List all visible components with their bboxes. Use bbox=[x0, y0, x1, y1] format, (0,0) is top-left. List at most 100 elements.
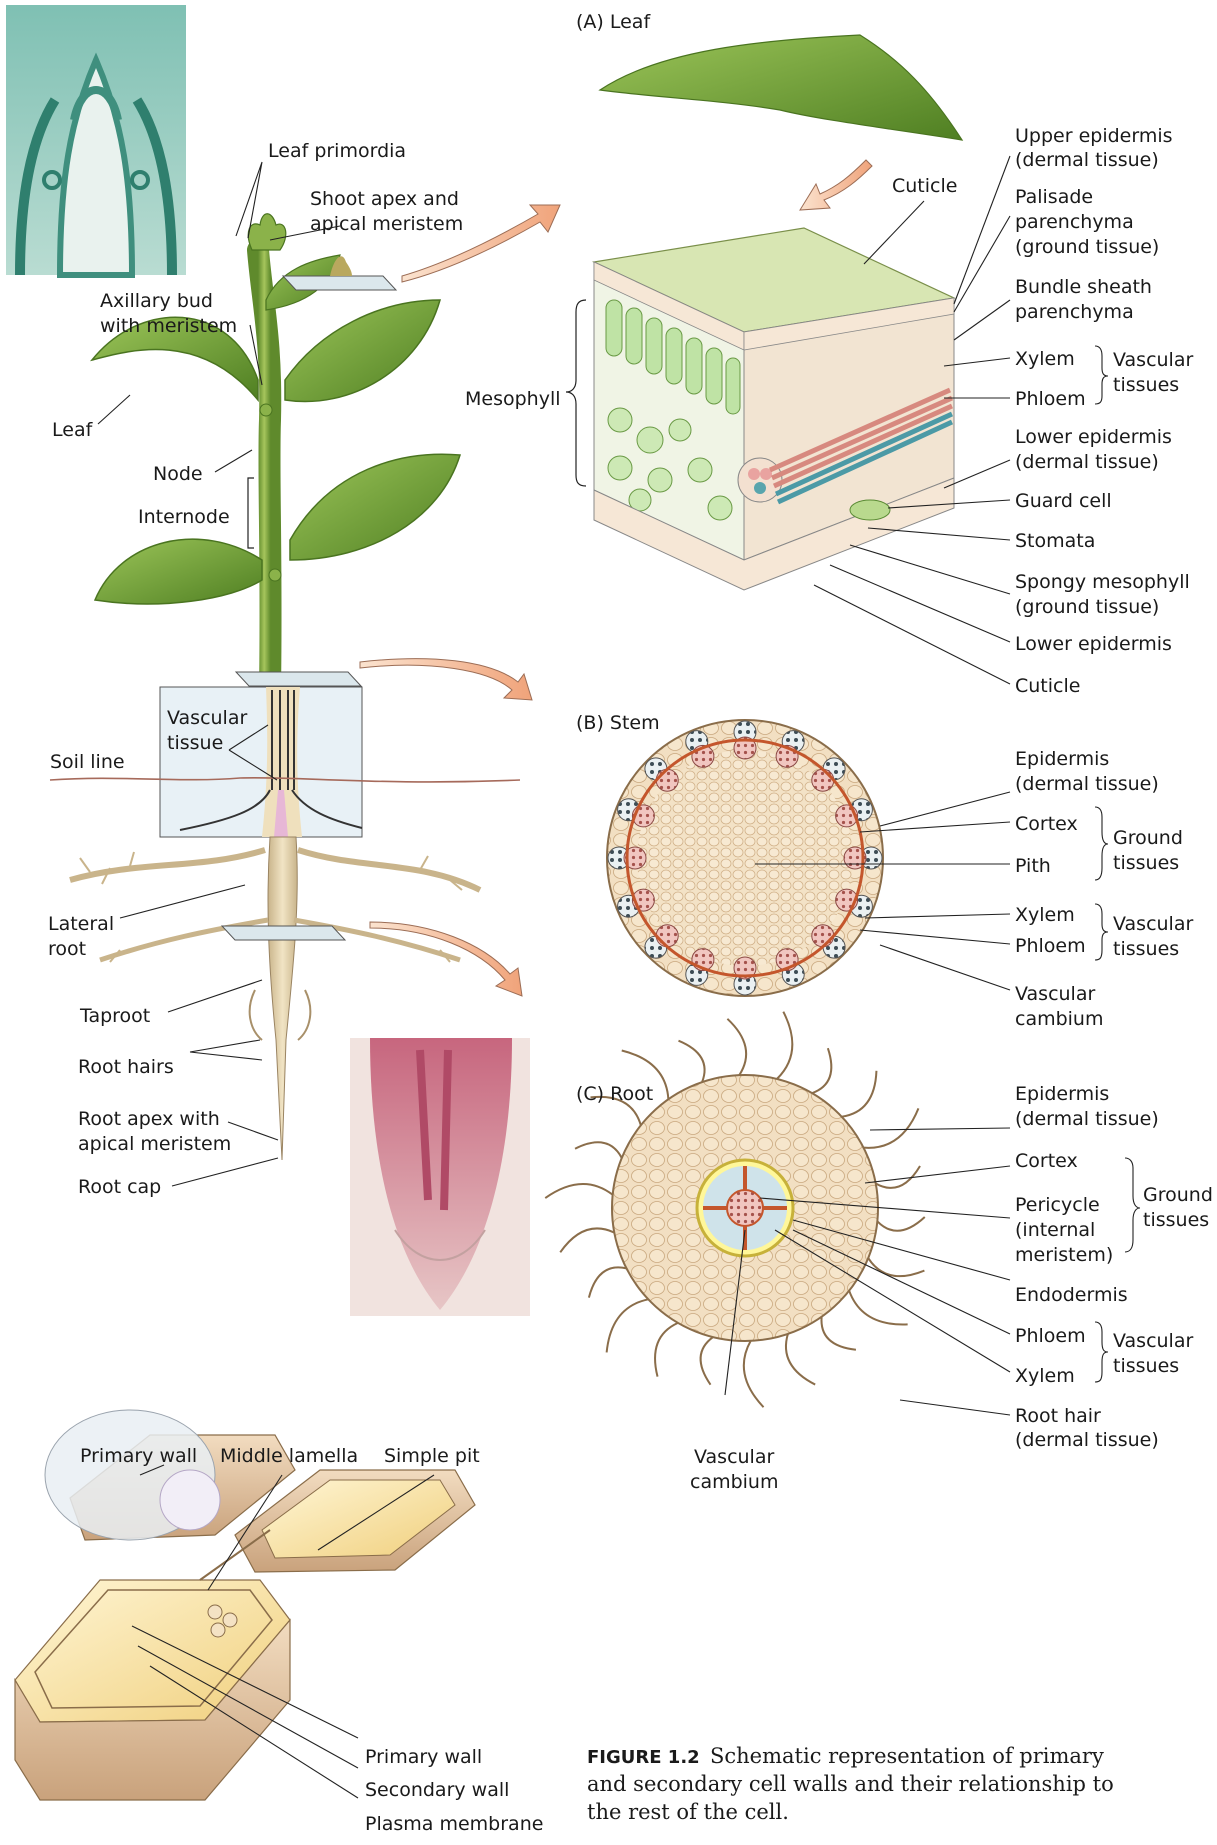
label-vascular-2: tissue bbox=[167, 732, 223, 754]
label-leaf-primordia: Leaf primordia bbox=[268, 140, 406, 162]
panel-b-title: (B) Stem bbox=[576, 712, 660, 734]
caption-line-2: and secondary cell walls and their relat… bbox=[587, 1772, 1114, 1796]
label-root-hair-1: Root hair bbox=[1015, 1405, 1101, 1427]
root-hair bbox=[821, 1317, 855, 1350]
root-hair bbox=[744, 1341, 764, 1407]
label-lower-epi-2: (dermal tissue) bbox=[1015, 451, 1159, 473]
label-spongy-1: Spongy mesophyll bbox=[1015, 571, 1190, 593]
label-mesophyll: Mesophyll bbox=[465, 388, 561, 410]
label-shoot-apex-2: apical meristem bbox=[310, 213, 463, 235]
root-hair bbox=[849, 1291, 907, 1325]
label-root-ground-1: Ground bbox=[1143, 1184, 1213, 1206]
root-hair bbox=[877, 1217, 924, 1231]
label-shoot-apex-1: Shoot apex and bbox=[310, 188, 459, 210]
label-stem-vascular-1: Vascular bbox=[1113, 913, 1193, 935]
label-root-cortex: Cortex bbox=[1015, 1150, 1078, 1172]
label-root-vascular-1: Vascular bbox=[1113, 1330, 1193, 1352]
label-root-vascular-2: tissues bbox=[1113, 1355, 1179, 1377]
label-plasma-membrane: Plasma membrane bbox=[365, 1813, 543, 1835]
label-stem-ground-2: tissues bbox=[1113, 852, 1179, 874]
label-leaf-phloem: Phloem bbox=[1015, 388, 1086, 410]
root-hair bbox=[589, 1267, 627, 1297]
label-taproot: Taproot bbox=[79, 1005, 150, 1027]
label-lower-epi-1: Lower epidermis bbox=[1015, 426, 1172, 448]
label-stem-pith: Pith bbox=[1015, 855, 1051, 877]
leaf-left-lower bbox=[95, 539, 262, 604]
label-stem-cortex: Cortex bbox=[1015, 813, 1078, 835]
cell-wall-illustration bbox=[15, 1410, 475, 1800]
root-hair bbox=[842, 1071, 877, 1117]
label-root-epi-1: Epidermis bbox=[1015, 1083, 1109, 1105]
label-soil-line: Soil line bbox=[50, 751, 125, 773]
figure-caption: FIGURE 1.2 Schematic representation of p… bbox=[587, 1744, 1114, 1824]
root-hair bbox=[786, 1334, 815, 1385]
leaf-right-lower bbox=[290, 454, 460, 560]
label-internode: Internode bbox=[138, 506, 230, 528]
root-hair bbox=[560, 1228, 614, 1252]
stem-xylem-cluster bbox=[656, 925, 678, 947]
root-hair bbox=[545, 1184, 612, 1198]
label-stem-cambium-1: Vascular bbox=[1015, 983, 1095, 1005]
label-palisade-1: Palisade bbox=[1015, 186, 1093, 208]
label-pericycle-3: meristem) bbox=[1015, 1244, 1113, 1266]
label-upper-epi-2: (dermal tissue) bbox=[1015, 149, 1159, 171]
root-hair bbox=[607, 1299, 649, 1352]
label-middle-lamella: Middle lamella bbox=[220, 1445, 358, 1467]
label-stem-xylem: Xylem bbox=[1015, 904, 1075, 926]
root-tip-micrograph bbox=[350, 1038, 530, 1316]
stem-xylem-cluster bbox=[656, 769, 678, 791]
label-cuticle-bottom: Cuticle bbox=[1015, 675, 1080, 697]
label-root-cambium-1: Vascular bbox=[694, 1446, 774, 1468]
label-endodermis: Endodermis bbox=[1015, 1284, 1128, 1306]
label-secondary-wall: Secondary wall bbox=[365, 1779, 509, 1801]
label-root-cap: Root cap bbox=[78, 1176, 161, 1198]
label-stem-phloem: Phloem bbox=[1015, 935, 1086, 957]
root-hair bbox=[727, 1019, 746, 1075]
caption-line-3: the rest of the cell. bbox=[587, 1800, 789, 1824]
stem-xylem-cluster bbox=[812, 925, 834, 947]
label-bundle-2: parenchyma bbox=[1015, 301, 1134, 323]
label-root-hair-2: (dermal tissue) bbox=[1015, 1429, 1159, 1451]
label-leaf-xylem: Xylem bbox=[1015, 348, 1075, 370]
label-spongy-2: (ground tissue) bbox=[1015, 596, 1159, 618]
label-lower-epidermis: Lower epidermis bbox=[1015, 633, 1172, 655]
label-root-epi-2: (dermal tissue) bbox=[1015, 1108, 1159, 1130]
label-stem-epi-1: Epidermis bbox=[1015, 748, 1109, 770]
label-root-apex-2: apical meristem bbox=[78, 1133, 231, 1155]
root-hair bbox=[812, 1048, 831, 1093]
leaf-right-upper bbox=[285, 300, 440, 402]
label-root-ground-2: tissues bbox=[1143, 1209, 1209, 1231]
label-root-hairs: Root hairs bbox=[78, 1056, 174, 1078]
root-hair bbox=[701, 1337, 713, 1385]
label-lateral-2: root bbox=[48, 938, 86, 960]
shoot-apex-micrograph bbox=[6, 5, 186, 275]
label-root-apex-1: Root apex with bbox=[78, 1108, 220, 1130]
label-axillary-2: with meristem bbox=[100, 315, 237, 337]
root-hair bbox=[575, 1142, 622, 1158]
label-upper-epi-1: Upper epidermis bbox=[1015, 125, 1173, 147]
label-root-xylem: Xylem bbox=[1015, 1365, 1075, 1387]
stem-cross-section bbox=[607, 720, 883, 996]
label-leaf-vascular-2: tissues bbox=[1113, 374, 1179, 396]
label-leaf: Leaf bbox=[52, 419, 94, 441]
caption-title: FIGURE 1.2 bbox=[587, 1747, 700, 1768]
panel-a-title: (A) Leaf bbox=[576, 11, 651, 33]
label-root-phloem: Phloem bbox=[1015, 1325, 1086, 1347]
label-palisade-3: (ground tissue) bbox=[1015, 236, 1159, 258]
label-guard-cell: Guard cell bbox=[1015, 490, 1112, 512]
label-pericycle-1: Pericycle bbox=[1015, 1194, 1100, 1216]
stem-xylem-cluster bbox=[812, 769, 834, 791]
label-stem-vascular-2: tissues bbox=[1113, 938, 1179, 960]
label-vascular-1: Vascular bbox=[167, 707, 247, 729]
label-stem-epi-2: (dermal tissue) bbox=[1015, 773, 1159, 795]
label-simple-pit: Simple pit bbox=[384, 1445, 480, 1467]
label-primary-wall: Primary wall bbox=[365, 1746, 482, 1768]
root-hair bbox=[864, 1108, 919, 1147]
label-node: Node bbox=[153, 463, 203, 485]
label-pericycle-2: (internal bbox=[1015, 1219, 1095, 1241]
label-cuticle-top: Cuticle bbox=[892, 175, 957, 197]
label-primary-wall-top: Primary wall bbox=[80, 1445, 197, 1467]
label-lateral-1: Lateral bbox=[48, 913, 114, 935]
label-palisade-2: parenchyma bbox=[1015, 211, 1134, 233]
